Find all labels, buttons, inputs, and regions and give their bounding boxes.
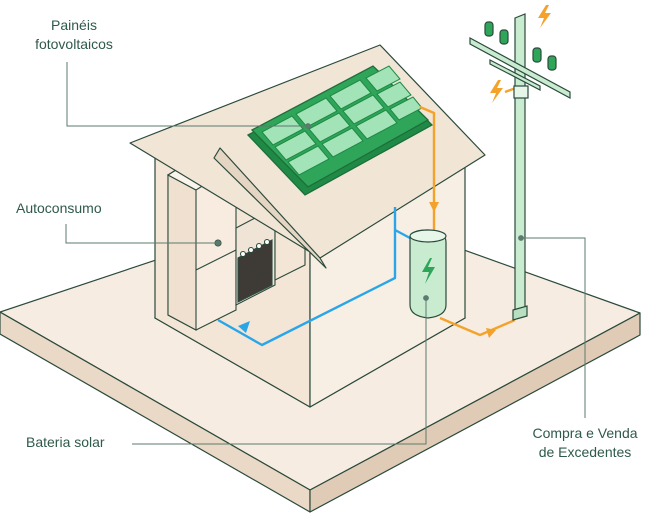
leader-panels <box>66 62 308 127</box>
orange-panel-link <box>419 105 436 236</box>
label-solar-battery: Bateria solar <box>26 434 105 450</box>
lightning-icon <box>422 258 435 284</box>
solar-battery <box>409 229 447 319</box>
flow-arrow-orange-down <box>429 202 439 212</box>
leader-battery <box>132 298 427 445</box>
orange-grid-link <box>439 316 516 337</box>
flow-arrow-orange-right <box>486 328 496 338</box>
leader-grid <box>521 237 586 418</box>
lightning-icon <box>538 5 551 28</box>
solar-panel <box>246 65 434 196</box>
leader-autoconsumo <box>65 224 218 244</box>
lightning-icon <box>490 80 503 103</box>
label-grid-exchange: Compra e Venda de Excedentes <box>532 425 638 460</box>
label-solar-panels: Painéis fotovoltaicos <box>35 17 113 52</box>
leader-lines <box>65 62 586 445</box>
blue-battery-link <box>394 228 411 240</box>
flow-arrow-blue <box>238 321 250 333</box>
label-self-consumption: Autoconsumo <box>16 200 102 216</box>
blue-house-circuit <box>217 207 397 347</box>
utility-pole <box>469 13 571 321</box>
energy-flow-wiring <box>217 84 522 347</box>
